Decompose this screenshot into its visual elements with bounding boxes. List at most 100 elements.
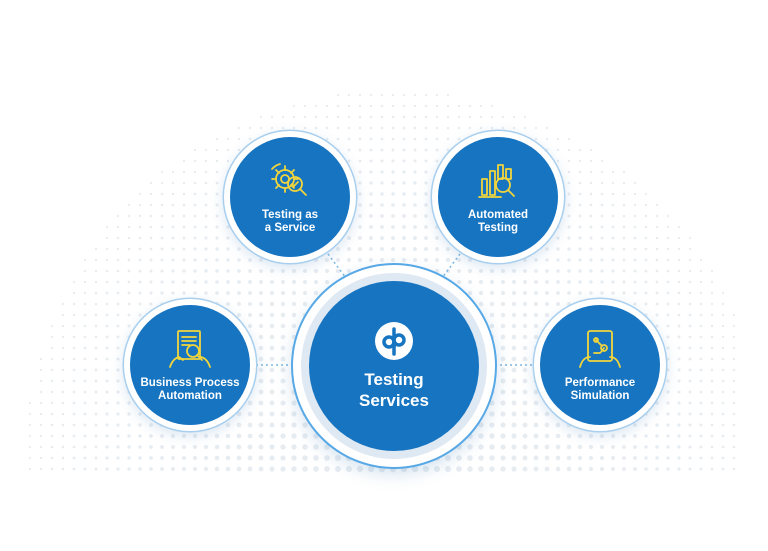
background-dot xyxy=(50,324,54,328)
background-dot xyxy=(622,247,626,251)
background-dot xyxy=(655,247,659,251)
background-dot xyxy=(578,159,582,163)
background-dot xyxy=(611,203,615,207)
service-node-business-process-automation[interactable]: Business Process Automation xyxy=(124,299,256,431)
background-dot xyxy=(732,412,736,416)
background-dot xyxy=(556,258,560,262)
background-dot xyxy=(533,400,539,406)
background-dot xyxy=(402,159,406,163)
background-dot xyxy=(149,192,153,196)
background-dot xyxy=(534,280,538,284)
background-dot xyxy=(105,390,109,394)
background-dot xyxy=(214,466,220,472)
background-dot xyxy=(600,247,604,251)
background-dot xyxy=(600,225,604,229)
background-dot xyxy=(61,390,65,394)
background-dot xyxy=(269,455,275,461)
background-dot xyxy=(435,236,439,240)
background-dot xyxy=(193,192,197,196)
background-dot xyxy=(356,465,364,473)
background-dot xyxy=(105,423,109,427)
background-dot xyxy=(335,257,341,263)
background-dot xyxy=(149,269,153,273)
background-dot xyxy=(94,412,98,416)
background-dot xyxy=(291,334,297,340)
background-dot xyxy=(644,313,648,317)
background-dot xyxy=(446,93,450,97)
background-dot xyxy=(511,301,517,307)
background-dot xyxy=(611,181,615,185)
background-dot xyxy=(204,258,208,262)
background-dot xyxy=(732,335,736,339)
background-dot xyxy=(677,368,681,372)
background-dot xyxy=(61,324,65,328)
background-dot xyxy=(467,444,473,450)
background-dot xyxy=(599,466,605,472)
document-magnifier-icon xyxy=(169,330,211,368)
background-dot xyxy=(116,434,120,438)
background-dot xyxy=(655,313,659,317)
background-dot xyxy=(413,137,417,141)
background-dot xyxy=(215,181,219,185)
background-dot xyxy=(346,257,352,263)
background-dot xyxy=(226,159,230,163)
background-dot xyxy=(83,291,87,295)
background-dot xyxy=(127,258,131,262)
background-dot xyxy=(522,301,528,307)
background-dot xyxy=(611,269,615,273)
background-dot xyxy=(523,126,527,130)
background-dot xyxy=(380,203,384,207)
background-dot xyxy=(204,214,208,218)
background-dot xyxy=(116,368,120,372)
background-dot xyxy=(644,445,648,449)
background-dot xyxy=(589,214,593,218)
background-dot xyxy=(644,192,648,196)
background-dot xyxy=(611,434,615,438)
background-dot xyxy=(589,181,593,185)
background-dot xyxy=(413,126,417,130)
background-dot xyxy=(379,257,385,263)
background-dot xyxy=(489,400,495,406)
background-dot xyxy=(369,126,373,130)
service-node-body: Business Process Automation xyxy=(130,305,250,425)
background-dot xyxy=(269,466,275,472)
service-node-automated-testing[interactable]: Automated Testing xyxy=(432,131,564,263)
background-dot xyxy=(391,181,395,185)
background-dot xyxy=(247,433,253,439)
background-dot xyxy=(489,268,495,274)
background-dot xyxy=(369,236,373,240)
service-node-testing-as-a-service[interactable]: Testing as a Service xyxy=(224,131,356,263)
background-dot xyxy=(688,269,692,273)
background-dot xyxy=(94,291,98,295)
background-dot xyxy=(556,137,560,141)
background-dot xyxy=(302,268,308,274)
background-dot xyxy=(181,455,187,461)
background-dot xyxy=(138,236,142,240)
background-dot xyxy=(710,390,714,394)
background-dot xyxy=(182,159,186,163)
background-dot xyxy=(149,225,153,229)
hub-node-testing-services[interactable]: Testing Services xyxy=(293,265,495,467)
background-dot xyxy=(522,323,528,329)
background-dot xyxy=(127,456,131,460)
background-dot xyxy=(345,465,353,473)
background-dot xyxy=(138,302,142,306)
background-dot xyxy=(566,455,572,461)
background-dot xyxy=(567,214,571,218)
background-dot xyxy=(204,203,208,207)
service-node-performance-simulation[interactable]: Performance Simulation xyxy=(534,299,666,431)
background-dot xyxy=(94,357,98,361)
background-dot xyxy=(291,400,297,406)
background-dot xyxy=(622,170,626,174)
background-dot xyxy=(467,466,473,472)
background-dot xyxy=(699,412,703,416)
background-dot xyxy=(589,247,593,251)
background-dot xyxy=(391,93,395,97)
background-dot xyxy=(490,104,494,108)
background-dot xyxy=(105,313,109,317)
background-dot xyxy=(467,268,473,274)
background-dot xyxy=(413,104,417,108)
background-dot xyxy=(688,247,692,251)
background-dot xyxy=(269,301,275,307)
background-dot xyxy=(171,214,175,218)
